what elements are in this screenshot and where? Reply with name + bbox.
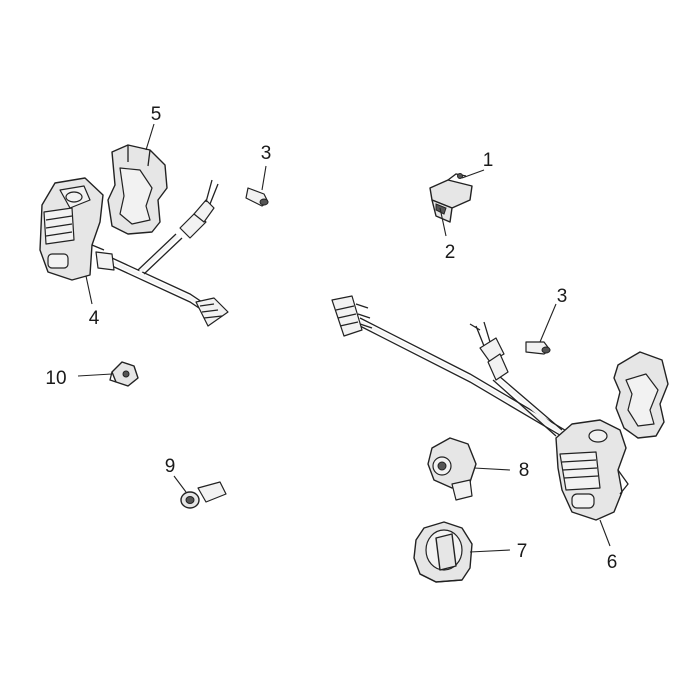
callout-2: 2: [445, 242, 456, 263]
callout-6: 6: [607, 552, 618, 573]
leader-3a: [261, 165, 267, 191]
leader-10: [77, 373, 113, 377]
left-switch-cover: [107, 144, 168, 235]
power-socket: [180, 481, 227, 509]
callout-7: 7: [517, 541, 528, 562]
leader-2: [439, 207, 447, 237]
left-switch-assembly: [39, 177, 229, 327]
callout-4: 4: [89, 308, 100, 329]
callout-5: 5: [151, 104, 162, 125]
ignition-bezel: [413, 521, 473, 583]
right-switch-cover: [613, 351, 669, 439]
callout-1: 1: [483, 150, 494, 171]
leader-6: [599, 519, 611, 547]
ignition-switch: [427, 437, 477, 501]
leader-4: [85, 275, 93, 305]
leader-1: [461, 169, 485, 179]
leader-9: [173, 475, 187, 493]
callout-labels: 1 2 3 3 4 5 6 7 8 9 10: [45, 104, 617, 573]
callout-3-right: 3: [557, 286, 568, 307]
leader-5: [145, 123, 155, 151]
indicator-bulb-left: [245, 187, 269, 207]
leader-3b: [539, 303, 557, 343]
leader-7: [469, 549, 511, 553]
leader-8: [473, 467, 511, 471]
right-switch-assembly: [331, 295, 629, 521]
callout-9: 9: [165, 456, 176, 477]
callout-3-left: 3: [261, 143, 272, 164]
leader-lines: [77, 123, 611, 553]
clip-nut: [109, 361, 139, 387]
push-switch: [429, 173, 473, 223]
callout-8: 8: [519, 460, 530, 481]
callout-10: 10: [45, 368, 66, 389]
indicator-bulb-right: [525, 341, 551, 355]
